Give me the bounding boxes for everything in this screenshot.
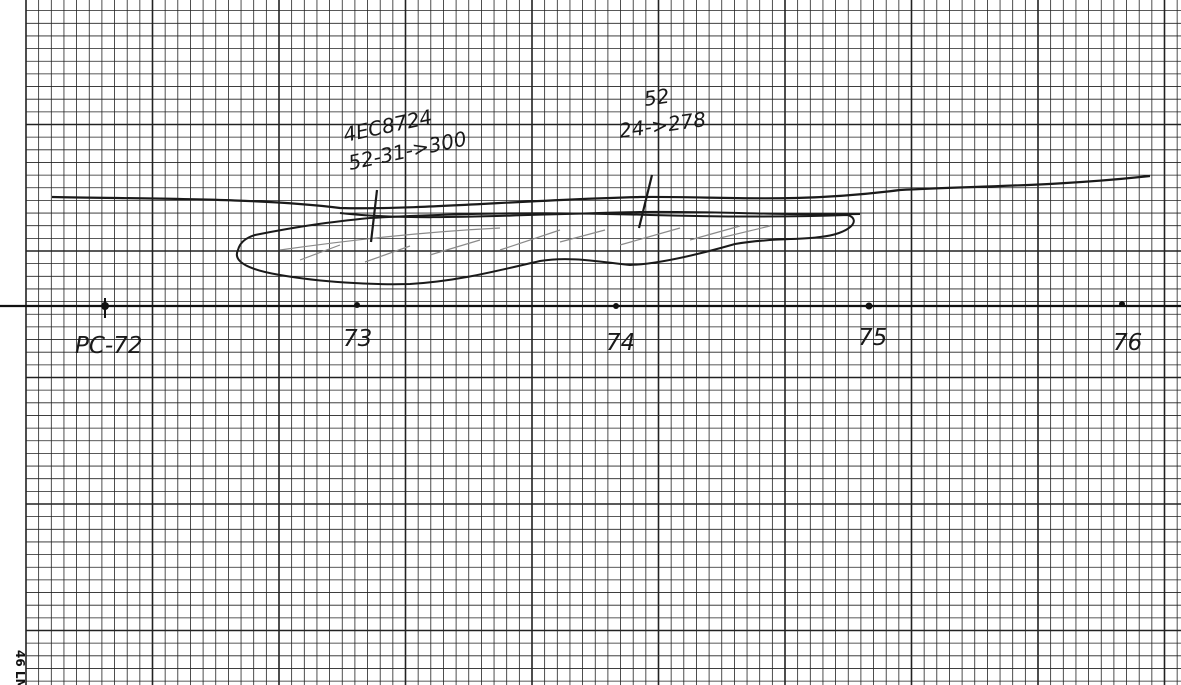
zone-hatching [279,225,771,263]
hatch-stroke [429,239,481,256]
hatch-stroke [619,227,681,246]
section-marker-left [369,189,379,243]
station-markers [101,298,1125,318]
hatch-stroke [689,225,741,241]
hatch-stroke [719,225,771,239]
station-labels: PC-72 73 74 75 76 [75,325,1142,359]
station-dot [354,302,360,308]
right-annotation: 52 24->278 [617,84,707,143]
hatch-stroke [364,245,411,263]
station-label-76: 76 [1113,330,1142,356]
upper-profile-line [51,174,1151,210]
station-label-75: 75 [858,325,887,351]
station-dot [613,303,619,309]
station-dot [865,302,873,310]
section-marker-right [637,174,654,229]
annotation-right-bottom: 24->278 [617,107,707,143]
zone-outline [235,212,855,286]
station-label-74: 74 [606,330,635,356]
station-label-73: 73 [343,326,372,352]
grid-minor-lines [26,0,1181,685]
station-label-pc72: PC-72 [75,333,143,359]
middle-profile-line [339,210,861,219]
grid-major-lines [25,0,1181,685]
hatch-stroke [299,244,341,261]
annotation-right-top: 52 [642,84,671,111]
sheet-mark: 46 LM [13,650,27,685]
hatch-stroke [499,229,561,251]
hatch-stroke [559,229,606,243]
station-dot [1119,301,1125,307]
hatch-stroke [279,227,501,251]
